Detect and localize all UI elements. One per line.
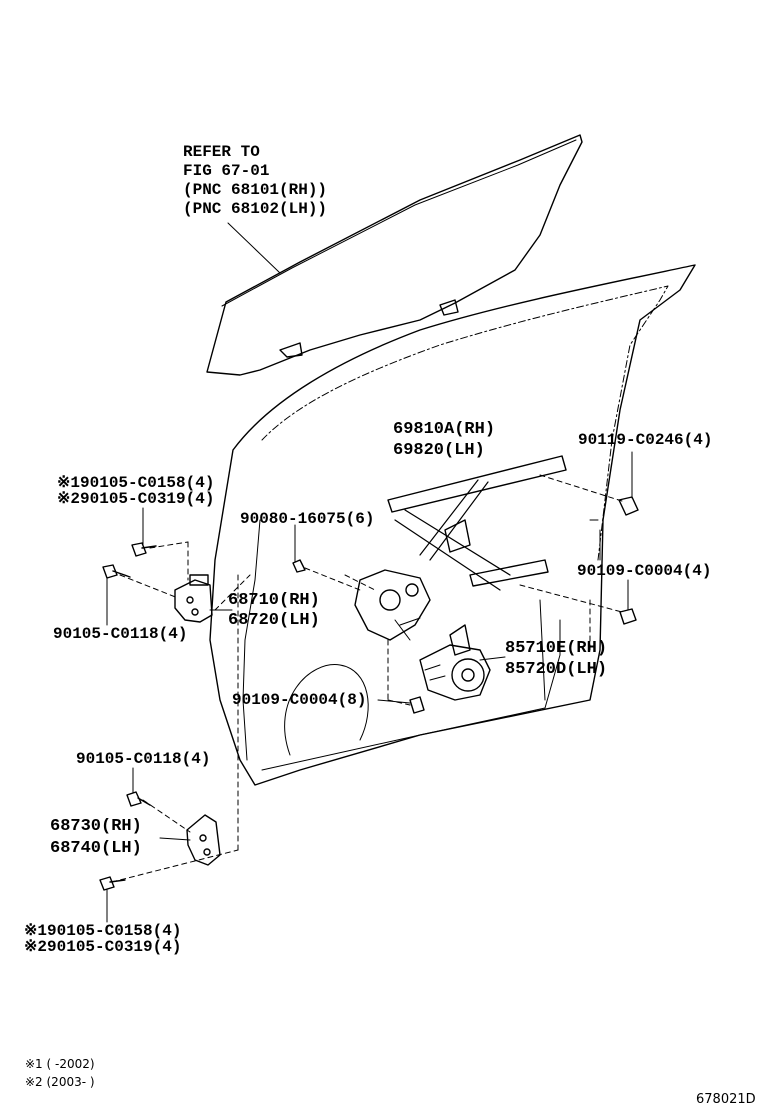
upper-hinge-bolt-a-label: ※190105-C0158(4) bbox=[57, 474, 215, 492]
figure-code: 678021D bbox=[696, 1092, 756, 1107]
bolt-90119-label: 90119-C0246(4) bbox=[578, 431, 713, 449]
lower-hinge-bolt-b-label: ※290105-C0319(4) bbox=[24, 938, 182, 956]
note-1: ※1 ( -2002) bbox=[25, 1057, 95, 1071]
lower-hinge bbox=[186, 814, 221, 866]
bolt-90109-motor-label: 90109-C0004(8) bbox=[232, 691, 367, 709]
refer-leader bbox=[227, 222, 281, 274]
bolt-icons bbox=[99, 496, 639, 891]
lower-hinge-lh-label: 68740(LH) bbox=[50, 839, 142, 858]
lower-hinge-bolt-a-label: ※190105-C0158(4) bbox=[24, 922, 182, 940]
regulator-lh-label: 69820(LH) bbox=[393, 441, 485, 460]
refer-line-2: FIG 67-01 bbox=[183, 162, 270, 180]
note-2: ※2 (2003- ) bbox=[25, 1075, 95, 1089]
upper-hinge bbox=[174, 574, 213, 623]
refer-line-4: (PNC 68102(LH)) bbox=[183, 200, 328, 218]
door-frame bbox=[209, 264, 696, 786]
regulator-rh-label: 69810A(RH) bbox=[393, 420, 496, 439]
upper-hinge-lh-label: 68720(LH) bbox=[228, 611, 320, 630]
upper-hinge-bolt-b-label: ※290105-C0319(4) bbox=[57, 490, 215, 508]
lower-hinge-rh-label: 68730(RH) bbox=[50, 817, 142, 836]
window-regulator bbox=[354, 455, 567, 641]
label-leaders bbox=[106, 451, 633, 923]
refer-line-1: REFER TO bbox=[183, 143, 260, 161]
upper-hinge-rh-label: 68710(RH) bbox=[228, 591, 320, 610]
bolt-90080-label: 90080-16075(6) bbox=[240, 510, 375, 528]
lower-hinge-bolt-c-label: 90105-C0118(4) bbox=[76, 750, 211, 768]
motor-lh-label: 85720D(LH) bbox=[505, 660, 608, 679]
regulator-motor bbox=[419, 624, 491, 701]
bolt-90109-right-label: 90109-C0004(4) bbox=[577, 562, 712, 580]
leader-lines bbox=[111, 474, 626, 883]
motor-rh-label: 85710E(RH) bbox=[505, 639, 608, 658]
refer-line-3: (PNC 68101(RH)) bbox=[183, 181, 328, 199]
upper-hinge-bolt-c-label: 90105-C0118(4) bbox=[53, 625, 188, 643]
door-glass bbox=[206, 134, 583, 376]
